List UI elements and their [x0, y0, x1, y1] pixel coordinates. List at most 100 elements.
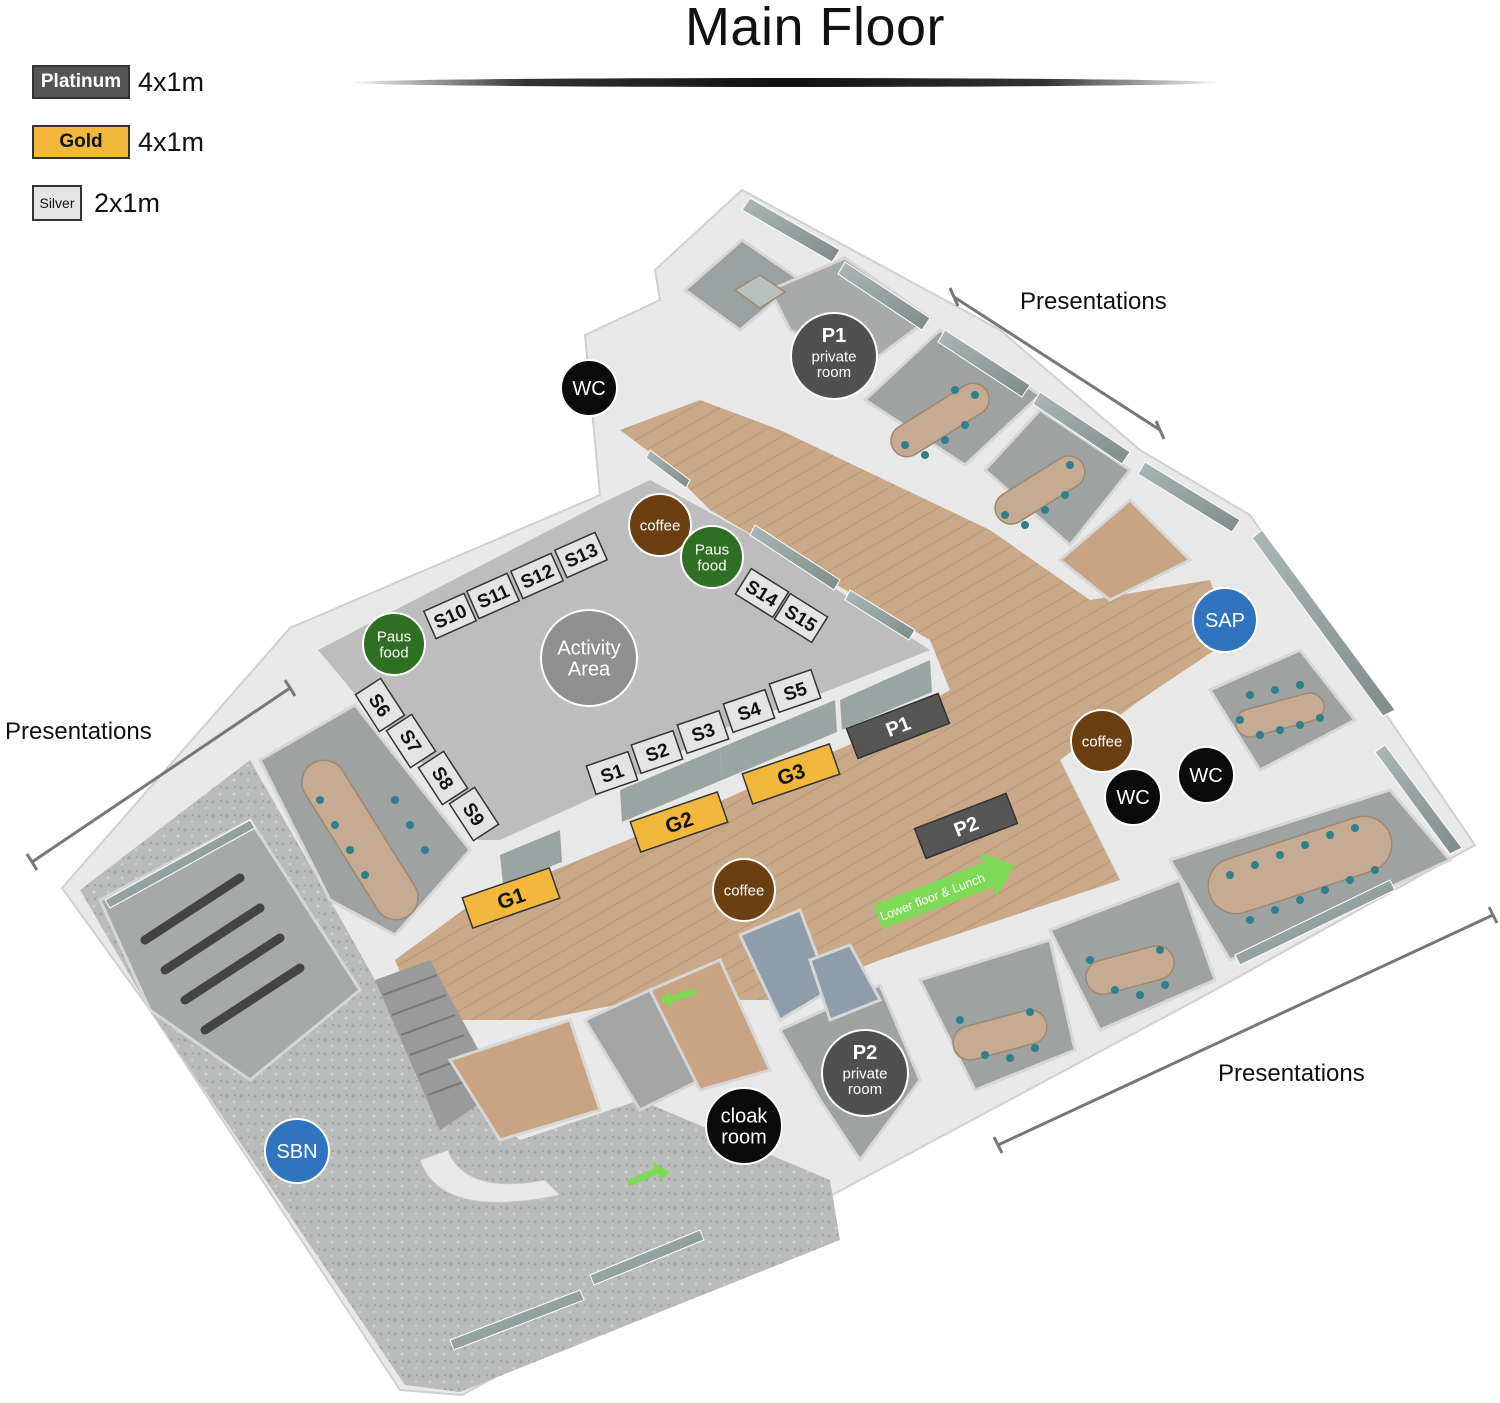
coffee-marker-bottom-label: coffee — [724, 882, 765, 899]
booth-s2[interactable]: S2 — [630, 729, 684, 775]
booth-s8[interactable]: S8 — [417, 750, 469, 806]
sbn-marker-circle — [264, 1118, 330, 1184]
booth-rect — [553, 531, 609, 579]
private-room-p2-marker-label: room — [848, 1081, 882, 1098]
legend-item-gold: Gold 4x1m — [32, 125, 204, 159]
booth-rect — [629, 790, 729, 854]
presentations-label-left: Presentations — [5, 718, 152, 745]
presentations-label-bottom: Presentations — [1218, 1060, 1365, 1087]
wc-marker-top[interactable]: WC — [560, 359, 618, 417]
coffee-marker-right-circle — [1070, 709, 1134, 773]
stair-arrows — [627, 988, 697, 1186]
sbn-marker[interactable]: SBN — [264, 1118, 330, 1184]
booth-p1[interactable]: P1 — [845, 692, 951, 760]
title-underline — [352, 78, 1218, 87]
legend-swatch-platinum: Platinum — [32, 65, 130, 99]
private-room-p2-marker-circle — [821, 1029, 909, 1117]
wc-marker-top-label: WC — [572, 378, 605, 400]
booth-p2[interactable]: P2 — [913, 792, 1019, 860]
page-title: Main Floor — [684, 0, 946, 57]
booth-g2[interactable]: G2 — [629, 790, 729, 854]
markers-layer: WCWCWCcoffeecoffeecoffeePausfoodPausfood… — [264, 312, 1258, 1184]
sap-marker-label: SAP — [1205, 610, 1245, 632]
sap-marker-circle — [1192, 587, 1258, 653]
cloak-room-marker-label: room — [721, 1127, 767, 1149]
booth-rect — [354, 677, 406, 733]
booth-rect — [768, 668, 822, 714]
legend-size-silver: 2x1m — [94, 187, 161, 218]
booth-g3[interactable]: G3 — [741, 742, 841, 806]
booth-rect — [461, 866, 561, 930]
booth-g1[interactable]: G1 — [461, 866, 561, 930]
booth-rect — [741, 742, 841, 806]
paus-food-marker-top-label: food — [697, 557, 726, 574]
legend-item-silver: Silver 2x1m — [32, 185, 160, 221]
coffee-marker-right[interactable]: coffee — [1070, 709, 1134, 773]
activity-area-marker-label: Area — [568, 659, 611, 681]
private-room-p1-marker-label: private — [811, 348, 856, 365]
glass-partitions — [500, 660, 932, 885]
paus-food-marker-left-label: food — [379, 644, 408, 661]
booth-rect — [676, 709, 730, 755]
reception-desk — [419, 1149, 562, 1203]
coffee-marker-top-label: coffee — [640, 517, 681, 534]
booth-s5[interactable]: S5 — [768, 668, 822, 714]
booth-rect — [465, 572, 521, 620]
coffee-marker-right-label: coffee — [1082, 733, 1123, 750]
legend-item-platinum: Platinum 4x1m — [32, 65, 204, 99]
conference-tables — [301, 274, 1393, 1061]
booth-s3[interactable]: S3 — [676, 709, 730, 755]
paus-food-marker-left-label: Paus — [377, 629, 411, 646]
booth-rect — [913, 792, 1019, 860]
private-room-p1-marker-circle — [790, 312, 878, 400]
booth-s4[interactable]: S4 — [722, 688, 776, 734]
coffee-marker-top[interactable]: coffee — [628, 493, 692, 557]
paus-food-marker-top-label: Paus — [695, 542, 729, 559]
cloak-room-marker-label: cloak — [721, 1106, 769, 1128]
booth-rect — [417, 750, 469, 806]
booth-rect — [734, 567, 790, 619]
sbn-marker-label: SBN — [276, 1141, 317, 1163]
sap-marker[interactable]: SAP — [1192, 587, 1258, 653]
wc-marker-right-2-label: WC — [1189, 765, 1222, 787]
booth-rect — [773, 592, 829, 644]
arrow-right-icon — [873, 852, 1015, 930]
paus-food-marker-top-circle — [680, 525, 744, 589]
presentation-dimension-lines — [25, 287, 1499, 1154]
wc-marker-right-1[interactable]: WC — [1104, 768, 1162, 826]
auditorium-seats — [140, 873, 305, 1035]
wc-marker-right-2[interactable]: WC — [1177, 746, 1235, 804]
presentations-label-top: Presentations — [1020, 288, 1167, 315]
booth-s15[interactable]: S15 — [773, 592, 829, 644]
small-arrow-icon — [660, 988, 697, 1008]
private-room-p1-marker-label: room — [817, 364, 851, 381]
booth-s7[interactable]: S7 — [385, 713, 437, 769]
booth-rect — [845, 692, 951, 760]
booth-s6[interactable]: S6 — [354, 677, 406, 733]
cloak-room-marker-circle — [705, 1087, 783, 1165]
coffee-marker-bottom[interactable]: coffee — [712, 858, 776, 922]
legend-swatch-gold: Gold — [32, 125, 130, 159]
booth-s1[interactable]: S1 — [585, 750, 639, 796]
small-arrow-icon-2 — [627, 1162, 670, 1186]
booths-layer: S1S2S3S4S5S6S7S8S9S10S11S12S13S14S15G1G2… — [354, 531, 1019, 930]
wc-marker-right-1-label: WC — [1116, 787, 1149, 809]
coffee-marker-bottom-circle — [712, 858, 776, 922]
wc-marker-top-circle — [560, 359, 618, 417]
booth-rect — [422, 592, 478, 640]
legend-size-gold: 4x1m — [138, 126, 205, 157]
paus-food-marker-left-circle — [362, 612, 426, 676]
booth-rect — [385, 713, 437, 769]
private-room-p2-marker-label: private — [842, 1065, 887, 1082]
legend-swatch-silver: Silver — [32, 185, 82, 221]
booth-s9[interactable]: S9 — [448, 786, 500, 842]
private-room-p1-marker-label: P1 — [822, 325, 846, 347]
booth-rect — [630, 729, 684, 775]
